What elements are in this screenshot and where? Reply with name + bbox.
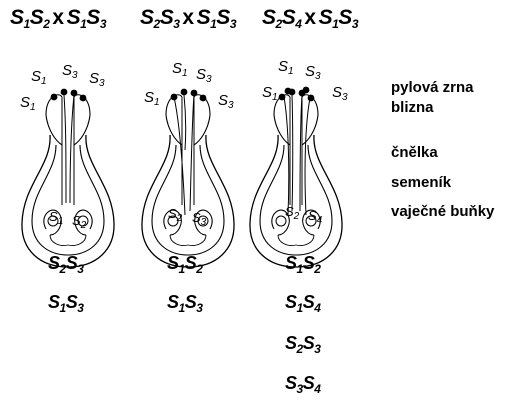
offspring-genotype: S2S3: [48, 253, 83, 276]
offspring-genotype: S1S2: [285, 253, 320, 276]
offspring-genotype: S2S3: [285, 333, 320, 356]
pollen-tag: S1: [31, 68, 47, 87]
offspring-genotype: S1S3: [167, 292, 202, 315]
label-style: čnělka: [391, 144, 438, 161]
ovule-tag: S2: [168, 206, 182, 224]
pollen-tag: S1: [144, 89, 160, 108]
offspring-genotype: S3S4: [285, 373, 320, 396]
label-stigma: blizna: [391, 99, 434, 116]
pollen-tag: S3: [218, 92, 234, 111]
ovule-tag: S2: [72, 213, 86, 231]
pollen-tag: S1: [262, 84, 278, 103]
pistil-3: [250, 87, 342, 267]
ovule-tag: S2: [285, 204, 299, 222]
ovule-tag: S1: [49, 209, 63, 227]
pistil-1: [22, 89, 114, 267]
pollen-tag: S1: [172, 60, 188, 79]
pollen-tag: S3: [62, 62, 78, 81]
pistil-2: [142, 89, 234, 267]
pollen-tag: S3: [196, 66, 212, 85]
pollen-tag: S3: [305, 63, 321, 82]
label-ovary: semeník: [391, 174, 451, 191]
ovule-tag: S4: [308, 208, 322, 226]
offspring-genotype: S1S4: [285, 292, 320, 315]
offspring-genotype: S1S3: [48, 292, 83, 315]
pollen-tag: S1: [278, 58, 294, 77]
pollen-tag: S3: [89, 70, 105, 89]
label-egg-cells: vaječné buňky: [391, 203, 494, 220]
ovule-tag: S3: [192, 210, 206, 228]
pollen-tag: S3: [332, 84, 348, 103]
pollen-tag: S1: [20, 94, 36, 113]
label-pollen: pylová zrna: [391, 79, 474, 96]
offspring-genotype: S1S2: [167, 253, 202, 276]
